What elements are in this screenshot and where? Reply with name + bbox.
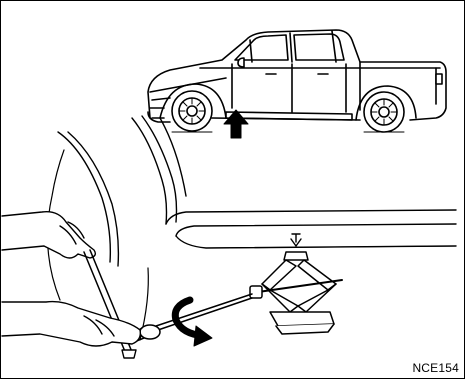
hands [2,212,140,358]
pickup-truck-illustration [148,30,446,132]
rotation-arrow [175,300,212,346]
scissor-jack [250,252,342,334]
jack-point-marker-arrow [291,234,301,246]
figure-reference-code: NCE154 [412,361,459,375]
jack-point-arrow [224,110,248,138]
body-panel-closeup [48,116,457,340]
